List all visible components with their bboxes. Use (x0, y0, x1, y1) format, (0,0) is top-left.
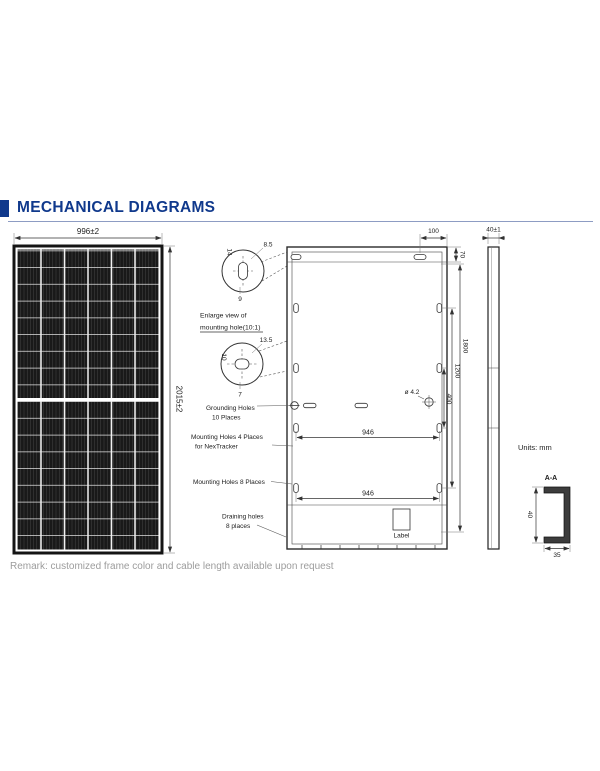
units-note: Units: mm (518, 443, 552, 452)
side-view: 40±1 (482, 227, 505, 550)
header-accent-square (0, 199, 9, 217)
detail-caption-line1: Enlarge view of (200, 313, 247, 320)
callout-grounding-line2: 10 Places (212, 415, 241, 422)
callout-draining-line2: 8 places (226, 523, 251, 530)
draining-holes (301, 545, 436, 549)
mounting-slots (293, 303, 442, 493)
section-title: A-A (545, 475, 557, 482)
dim-946-upper: 946 (362, 430, 374, 437)
callout-nextracker-line2: for NexTracker (195, 444, 239, 451)
page-title: MECHANICAL DIAGRAMS (17, 199, 216, 216)
section-dim-width: 35 (553, 552, 561, 559)
front-height-dim: 2015±2 (175, 386, 184, 413)
callout-draining-line1: Draining holes (222, 514, 264, 521)
detail-top-dim-14: 14 (226, 248, 233, 256)
rear-dim-100: 100 (428, 228, 439, 235)
detail-top-dim-8_5: 8.5 (263, 242, 272, 249)
remark-text: Remark: customized frame color and cable… (10, 561, 334, 572)
mounting-hole-phi42: ø 4.2 (405, 389, 436, 409)
rear-view: 100 70 ø 4.2 400 (286, 228, 469, 550)
detail-bottom-dim-10: 10 (220, 353, 227, 361)
detail-caption-line2: mounting hole(10:1) (200, 325, 260, 332)
rear-dim-1800: 1800 (462, 339, 469, 354)
front-width-dim: 996±2 (77, 227, 100, 236)
rear-dim-70: 70 (459, 251, 466, 259)
detail-circle-top: 8.5 14 9 (221, 242, 288, 303)
detail-caption: Enlarge view of mounting hole(10:1) (200, 313, 263, 333)
section-dim-height: 40 (526, 511, 533, 519)
header-divider (8, 221, 593, 222)
label-box-text: Label (394, 533, 410, 540)
callout-grounding-line1: Grounding Holes (206, 405, 256, 412)
callouts: Grounding Holes 10 Places Mounting Holes… (191, 405, 294, 538)
rear-dim-1200: 1200 (454, 364, 461, 379)
front-view: 996±2 2015±2 (12, 227, 184, 555)
side-thickness-dim: 40±1 (486, 227, 501, 234)
detail-top-dim-9: 9 (238, 296, 242, 303)
dim-946-lower: 946 (362, 491, 374, 498)
rear-dim-400: 400 (445, 394, 452, 405)
detail-bottom-dim-13_5: 13.5 (260, 337, 273, 344)
callout-nextracker-line1: Mounting Holes 4 Places (191, 434, 264, 441)
detail-circle-bottom: 13.5 10 7 (220, 337, 288, 399)
callout-mounting-8: Mounting Holes 8 Places (193, 479, 266, 486)
rear-hole-diameter: ø 4.2 (405, 389, 420, 396)
detail-bottom-dim-7: 7 (238, 392, 242, 399)
section-header: MECHANICAL DIAGRAMS (0, 198, 215, 218)
section-aa: A-A 40 35 (526, 475, 571, 559)
frame-cross-section (543, 486, 571, 544)
label-box (392, 508, 411, 531)
